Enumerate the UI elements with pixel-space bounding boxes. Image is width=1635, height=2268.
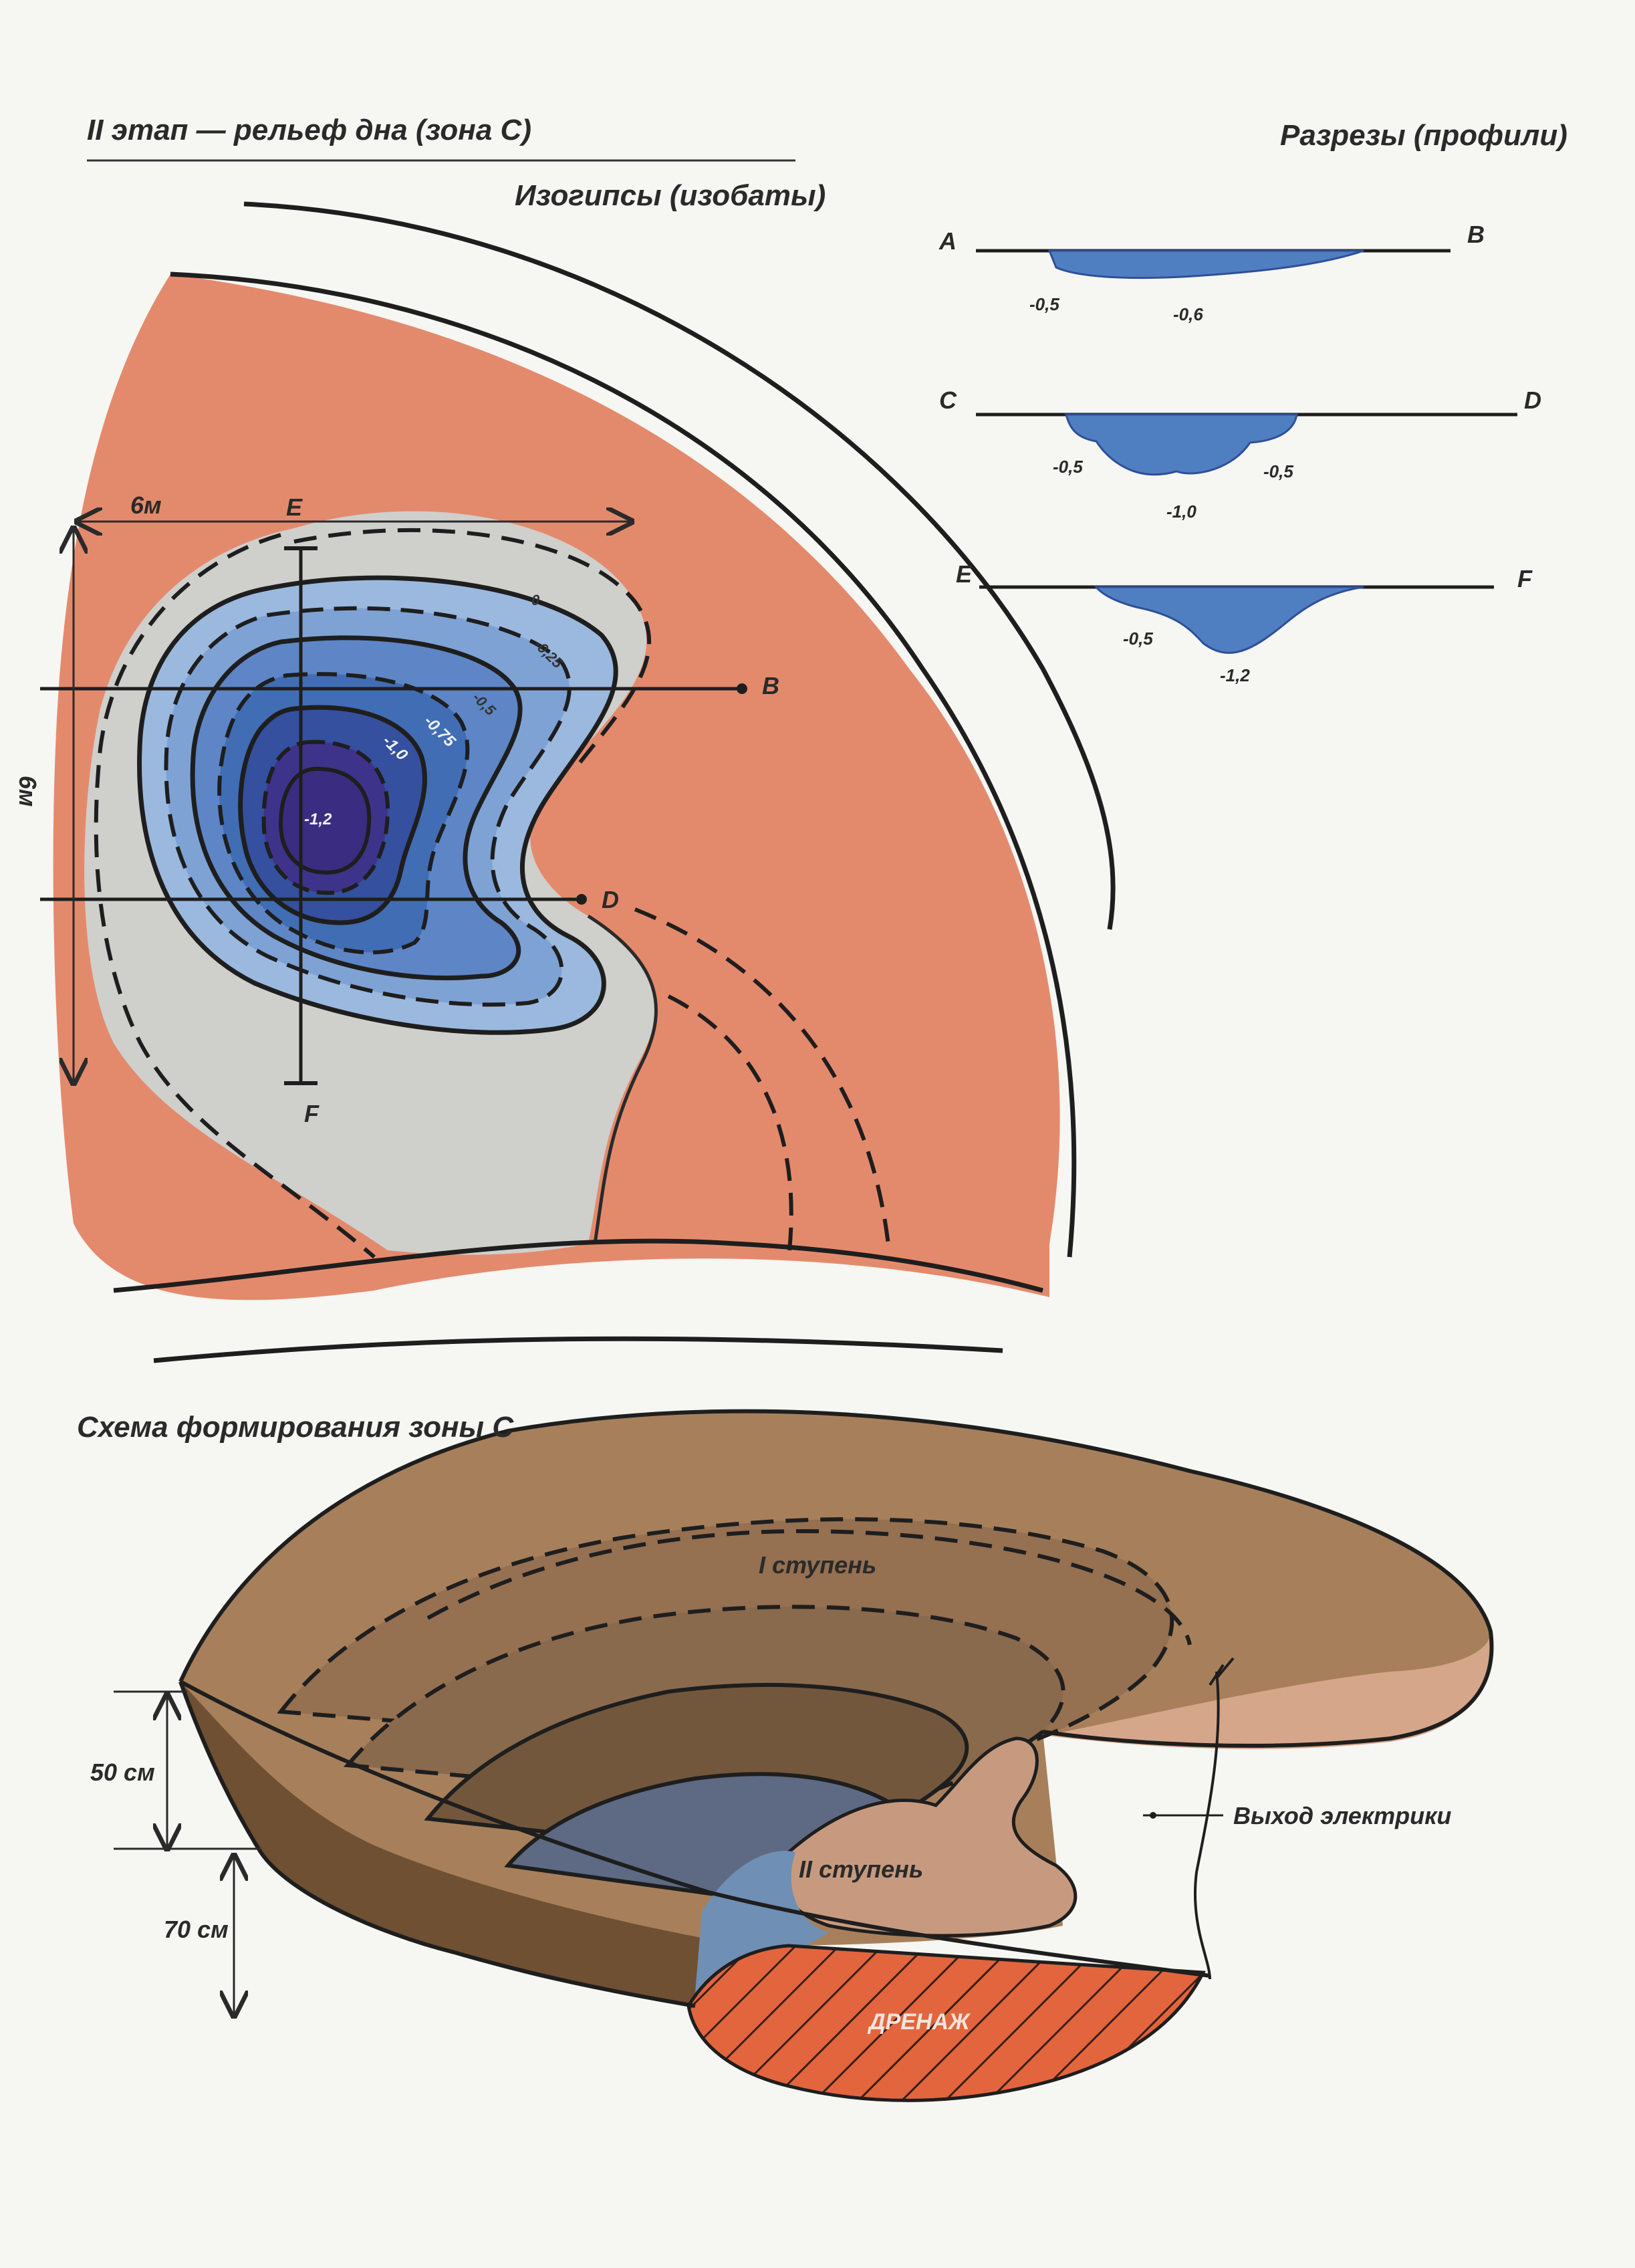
dim-50-label: 50 см — [90, 1759, 155, 1786]
wire-end — [1209, 1657, 1235, 1686]
profile-ab-val1: -0,5 — [1029, 294, 1059, 314]
profile-d-label: D — [1524, 386, 1541, 414]
dim-h-label: 6м — [130, 491, 162, 519]
profile-c-label: C — [939, 386, 957, 414]
dim-70-label: 70 см — [164, 1916, 229, 1943]
profile-ab-shape — [1047, 249, 1364, 279]
scheme-water — [695, 1851, 829, 1993]
profile-e-label: E — [956, 560, 973, 588]
electric-label: Выход электрики — [1233, 1802, 1452, 1829]
profile-cd-shape — [1065, 413, 1298, 476]
profile-cd-val1: -0,5 — [1053, 457, 1083, 477]
scheme-left-outline — [178, 1681, 696, 2008]
profile-ef-shape — [1094, 586, 1364, 654]
profile-f-label: F — [1517, 565, 1532, 592]
profile-a-label: A — [939, 227, 957, 255]
section-b-dot — [737, 683, 747, 694]
page-title: II этап — рельеф дна (зона С) — [87, 114, 531, 146]
terrain-dash-right — [634, 907, 891, 1251]
contour-12 — [278, 766, 372, 875]
terrace-1-dash — [426, 1528, 1192, 1646]
electric-pointer-dot — [1150, 1812, 1156, 1819]
step2-label: II ступень — [799, 1855, 924, 1883]
terrain-dash-left — [94, 533, 376, 1259]
terrain-dash-right2 — [667, 994, 793, 1258]
scheme-title: Схема формирования зоны С — [77, 1411, 514, 1444]
gray-edge — [587, 914, 658, 1244]
point-b-label: B — [762, 672, 779, 699]
drainage-label: ДРЕНАЖ — [869, 2009, 970, 2035]
scheme-diagonal — [179, 1680, 1211, 1978]
profile-cd-val3: -1,0 — [1166, 501, 1197, 522]
drainage-block — [686, 1944, 1206, 2102]
step2-area — [779, 1736, 1078, 1938]
scheme-outline — [178, 1409, 1494, 1748]
electric-wire — [1193, 1671, 1220, 1980]
step1-label: I ступень — [759, 1551, 877, 1579]
profile-ef-val2: -1,2 — [1220, 665, 1250, 685]
outer-arc-2 — [170, 271, 1077, 1258]
dim-v-label: 6м — [14, 776, 41, 807]
point-e-label: E — [286, 493, 303, 521]
point-f-label: F — [304, 1100, 319, 1127]
scheme-light-area — [1029, 1631, 1491, 1749]
profiles-title: Разрезы (профили) — [1280, 119, 1567, 152]
bottom-arc-1 — [113, 1238, 1043, 1293]
point-d-label: D — [602, 886, 619, 913]
profile-ef-val1: -0,5 — [1123, 629, 1153, 649]
profile-ab-val2: -0,6 — [1173, 304, 1203, 324]
isohypse-title: Изогипсы (изобаты) — [515, 179, 826, 212]
profile-b-label: B — [1467, 221, 1485, 248]
contour-label-0: 0 — [531, 592, 540, 608]
outer-arc-1 — [243, 201, 1116, 930]
profile-cd-val2: -0,5 — [1263, 461, 1293, 481]
scheme-left-face — [180, 1682, 709, 2006]
section-d-dot — [576, 894, 587, 905]
bottom-arc-2 — [153, 1336, 1003, 1363]
contour-label-12: -1,2 — [304, 810, 332, 828]
